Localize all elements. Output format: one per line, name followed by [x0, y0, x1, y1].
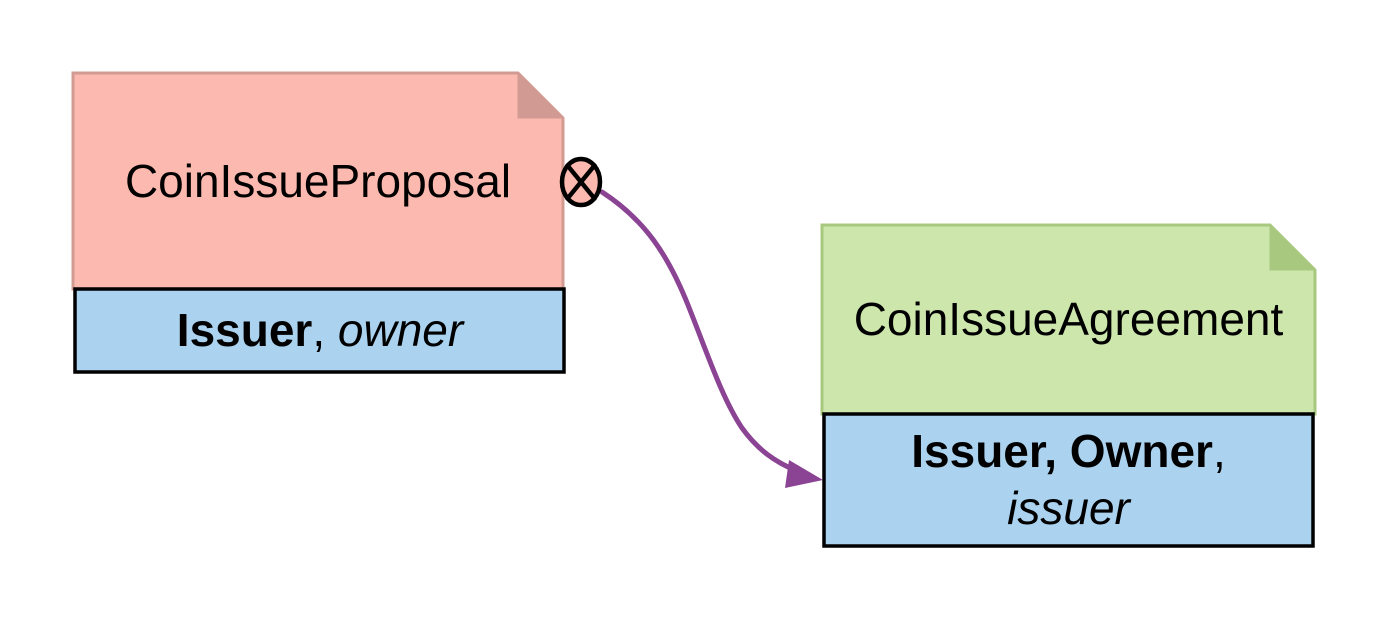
agreement-note-shape [820, 223, 1317, 416]
arrowhead-icon [785, 460, 823, 488]
circled-x-icon [559, 156, 603, 208]
agreement-party-box [822, 412, 1315, 548]
agreement-note-fold-icon [1269, 223, 1317, 271]
proposal-party-box [73, 287, 566, 374]
transition-arrow [599, 189, 800, 474]
proposal-note-fold-icon [517, 71, 565, 119]
proposal-note-shape [71, 71, 565, 291]
